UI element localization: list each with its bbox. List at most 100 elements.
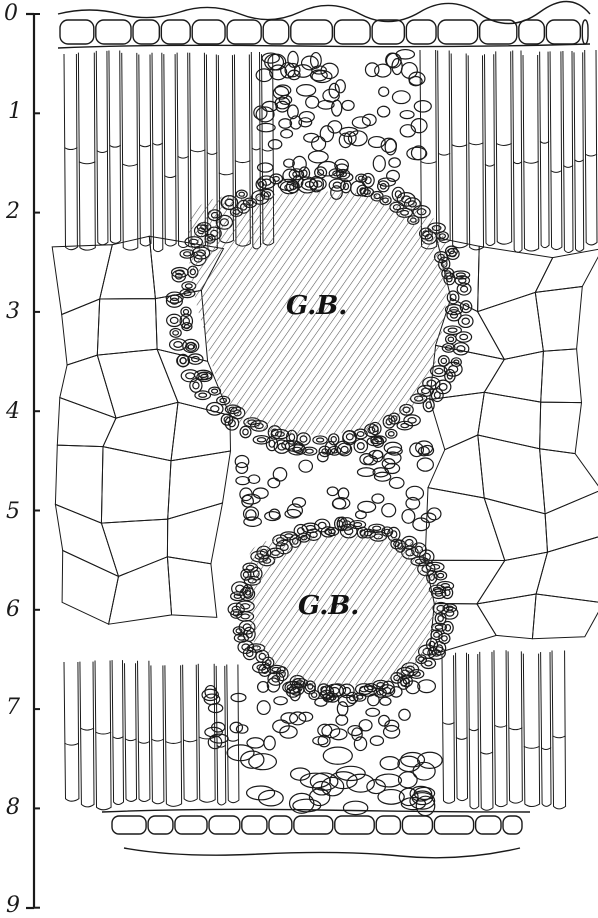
sheath-cell — [366, 708, 380, 716]
palisade-wall — [96, 732, 112, 734]
parenchyma-cell — [545, 490, 598, 552]
sheath-cell — [240, 426, 251, 437]
epidermis-cell — [582, 20, 588, 44]
sheath-cell-lumen — [357, 443, 364, 450]
sheath-cell-lumen — [173, 331, 179, 335]
palisade-cell — [541, 652, 551, 806]
sheath-cell-lumen — [426, 402, 431, 409]
sheath-cell-lumen — [461, 286, 468, 292]
sheath-cell — [458, 315, 473, 328]
sheath-cell — [181, 307, 191, 316]
parenchyma-cell — [55, 445, 103, 523]
sheath-cell — [456, 332, 472, 342]
sheath-cell — [392, 91, 410, 104]
parenchyma-cell — [55, 504, 118, 576]
sheath-cell-lumen — [442, 636, 448, 641]
sheath-cell — [418, 680, 436, 693]
palisade-cell — [585, 50, 597, 245]
sheath-cell — [246, 510, 256, 520]
palisade-cell — [95, 660, 111, 809]
palisade-wall — [65, 148, 78, 150]
sheath-cell — [335, 517, 346, 530]
epidermis-cell — [209, 816, 240, 834]
lower-bundle-label: G.B. — [298, 591, 359, 621]
palisade-cell — [125, 663, 137, 801]
palisade-wall — [443, 722, 455, 724]
sheath-cell — [356, 511, 367, 519]
sheath-cell-lumen — [341, 446, 348, 452]
palisade-wall — [452, 145, 467, 147]
sheath-cell — [335, 80, 345, 93]
scale-label-8: 8 — [6, 795, 20, 820]
palisade-cell — [80, 662, 94, 807]
sheath-cell — [281, 129, 293, 137]
palisade-wall — [494, 725, 507, 727]
parenchyma-cell — [477, 552, 548, 604]
palisade-wall — [207, 152, 217, 154]
sheath-cell — [327, 487, 338, 496]
epidermis-cell — [60, 20, 94, 44]
sheath-cell-lumen — [211, 406, 219, 412]
sheath-cell — [389, 477, 404, 488]
epidermis-cell — [434, 816, 473, 834]
palisade-wall — [151, 739, 163, 741]
palisade-cell — [523, 55, 539, 251]
parenchyma-cell — [62, 299, 100, 365]
epidermis-cell — [334, 20, 370, 44]
sheath-cell — [313, 737, 328, 745]
parenchyma-cell — [484, 498, 547, 561]
palisade-wall — [252, 148, 261, 150]
sheath-cell — [269, 509, 279, 519]
sheath-cell — [352, 117, 370, 128]
palisade-cell — [485, 54, 495, 245]
palisade-cell — [177, 53, 189, 248]
sheath-cell-lumen — [184, 310, 189, 315]
palisade-cell — [96, 51, 108, 245]
palisade-cell — [494, 650, 507, 806]
palisade-wall — [125, 739, 137, 741]
parenchyma-cell — [101, 519, 167, 576]
palisade-wall — [139, 145, 151, 147]
sheath-cell — [360, 454, 373, 465]
epidermis-cell — [227, 20, 261, 44]
parenchyma-cell — [425, 560, 505, 604]
sheath-cell-lumen — [447, 606, 454, 610]
sheath-cell — [313, 436, 327, 444]
palisade-wall — [421, 161, 437, 163]
palisade-wall — [438, 153, 450, 155]
parenchyma-cell — [535, 287, 582, 352]
palisade-cell — [151, 665, 164, 803]
sheath-cell — [257, 701, 270, 715]
palisade-wall — [480, 752, 493, 754]
sheath-cell-lumen — [434, 392, 440, 398]
sheath-cell — [362, 173, 374, 187]
sheath-cell-lumen — [451, 313, 458, 319]
epidermis-cell — [263, 20, 289, 44]
epidermis-cell — [192, 20, 225, 44]
sheath-cell — [442, 621, 453, 634]
epidermis-cell — [519, 20, 545, 44]
sheath-cell-lumen — [373, 526, 381, 530]
scale-label-1: 1 — [8, 99, 22, 124]
parenchyma-cell — [60, 355, 116, 418]
sheath-cell — [417, 458, 433, 471]
sheath-cell — [442, 607, 458, 619]
sheath-cell — [167, 314, 182, 326]
sheath-cell — [447, 291, 459, 304]
parenchyma-cell — [540, 402, 582, 454]
bottom-cell-cluster — [227, 745, 442, 816]
sheath-cell — [294, 525, 307, 538]
palisade-lower-right — [442, 650, 566, 810]
upper-epidermis — [58, 1, 590, 48]
palisade-cell — [198, 664, 215, 802]
sheath-cell — [297, 85, 316, 96]
epidermis-cell — [406, 20, 436, 44]
sheath-cell-lumen — [174, 342, 182, 348]
sheath-cell-lumen — [185, 284, 192, 288]
palisade-upper-right — [420, 50, 597, 252]
palisade-wall — [183, 740, 197, 742]
palisade-cell — [480, 652, 493, 810]
palisade-wall — [524, 746, 540, 748]
palisade-cell — [508, 651, 522, 803]
